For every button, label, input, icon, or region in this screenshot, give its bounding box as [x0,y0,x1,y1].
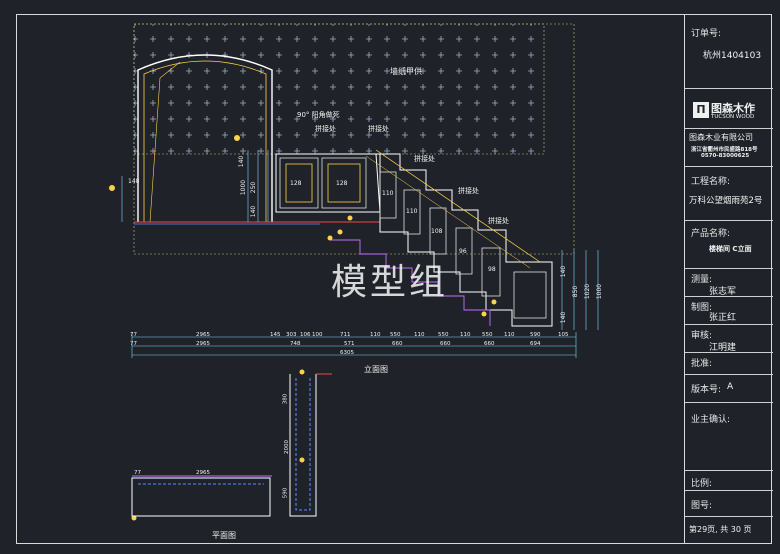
brand-logo-icon: Π [693,102,709,118]
approve-label: 批准: [691,359,713,369]
elevation-title: 立面图 [364,365,388,374]
brand-name-en: TUCSON WOOD [711,114,755,120]
dims-row-1: 77 2965 145 303 106 100 711 110 550 110 … [130,332,569,338]
project-label: 工程名称: [691,177,731,187]
plan-view [131,373,332,517]
plan-dim-4: 77 [134,470,141,476]
dims-row-2: 77 2965 748 571 660 660 660 694 [130,341,541,347]
draw-value: 张正红 [709,313,737,323]
drawing-no-label: 图号: [691,501,713,511]
angle-note: 90° 阳角做死 [297,111,340,119]
company-address: 浙江省衢州市民盛路818号 [691,147,758,153]
right-dim-5: 140 [560,311,568,324]
draw-label: 制图: [691,303,713,313]
right-dim-2: 850 [572,285,580,298]
panel-width-6: 96 [459,248,467,255]
left-dim-2: 1000 [240,179,248,196]
left-dim-3: 250 [250,181,258,194]
company-name: 图森木业有限公司 [689,133,753,142]
panel-width-2: 128 [336,180,348,187]
plan-dim-2: 2000 [284,440,290,454]
left-dim-4: 148 [128,178,140,185]
splice-label-2: 拼接处 [368,125,389,133]
order-label: 订单号: [691,29,722,39]
splice-label-5: 拼接处 [488,217,509,225]
order-value: 杭州1404103 [703,51,762,61]
plan-dim-3: 590 [282,487,289,499]
panel-width-7: 98 [488,266,496,273]
splice-label-1: 拼接处 [315,125,336,133]
panel-width-4: 110 [406,208,418,215]
page-indicator: 第29页, 共 30 页 [689,525,752,534]
plan-dim-1: 380 [282,393,289,405]
owner-label: 业主确认: [691,415,731,425]
panel-width-3: 110 [382,190,394,197]
panel-width-1: 128 [290,180,302,187]
project-value: 万科公望烟雨苑2号 [689,196,763,206]
drawing-frame [16,14,772,544]
survey-label: 测量: [691,275,713,285]
product-label: 产品名称: [691,229,731,239]
scale-label: 比例: [691,479,713,489]
version-label: 版本号: [691,385,722,395]
version-value: A [727,382,734,392]
title-block: 订单号: 杭州1404103 Π 图森木作 TUCSON WOOD 图森木业有限… [684,14,773,544]
panel-width-5: 108 [431,228,443,235]
company-phone: 0570-83000625 [701,153,750,159]
wallpaper-note: 墙纸甲供 [390,67,422,76]
stair-steps [330,239,491,326]
left-panels [275,153,381,213]
watermark-text: 模型组 [331,262,449,303]
review-label: 审核: [691,331,713,341]
plan-title: 平面图 [212,531,236,540]
left-dim-1: 140 [238,155,246,168]
right-dim-3: 1020 [584,283,592,300]
wallpaper-area [133,23,545,155]
right-dim-1: 140 [560,265,568,278]
brand-name-cn: 图森木作 [711,102,755,115]
total-dim: 6305 [340,350,354,356]
left-dim-5: 140 [250,205,258,218]
review-value: 江明建 [709,343,737,353]
product-value: 楼梯间 C立面 [709,245,752,253]
survey-value: 张志军 [709,287,737,297]
cad-drawing [109,23,599,521]
plan-dim-5: 2965 [196,470,210,476]
stair-panels [375,153,553,327]
right-dim-4: 1000 [596,283,604,300]
splice-label-4: 拼接处 [458,187,479,195]
splice-label-3: 拼接处 [414,155,435,163]
arched-door [137,54,273,222]
